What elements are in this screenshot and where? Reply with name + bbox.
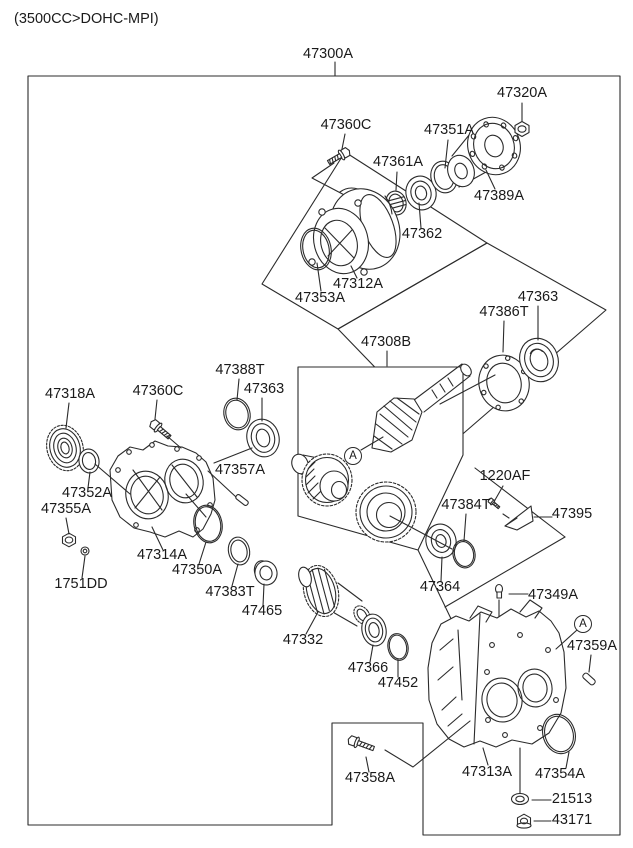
part-label-47361a: 47361A [373,154,423,170]
part-label-47353a: 47353A [295,290,345,306]
part-drawing-47313a [428,600,566,747]
part-label-47465: 47465 [241,603,283,619]
part-label-47360c-top: 47360C [320,117,372,133]
part-label-47363-right: 47363 [517,289,559,305]
part-drawing-47359a [582,672,596,686]
part-drawing-47384t [450,538,477,570]
part-label-47318a: 47318A [45,386,95,402]
part-label-47358a: 47358A [345,770,395,786]
part-label-47350a: 47350A [172,562,222,578]
part-drawing-47362 [402,173,440,214]
part-drawing-47360c-top [326,146,352,168]
part-label-47312a: 47312A [333,276,383,292]
part-drawing-47386t [473,349,536,416]
part-drawing-47388t [220,395,253,433]
part-label-47300a: 47300A [303,46,353,62]
part-drawing-47357a [235,494,249,507]
part-drawing-47383t [226,535,252,567]
part-drawing-47354a [538,710,581,758]
part-label-1751dd: 1751DD [54,576,108,592]
part-drawing-47320a [515,122,529,137]
part-label-47395: 47395 [551,506,593,522]
part-drawing-47318a [42,421,89,475]
part-label-47384t: 47384T [441,497,491,513]
assembly-diamond-lines [262,62,606,650]
part-drawing-47312a [306,179,411,280]
leader-zigzag-47360c-top [312,163,352,199]
part-drawing-ring-bearing-47308b [356,482,416,542]
part-drawing-43171 [517,814,531,828]
callout-a-gear: A [344,447,362,465]
part-drawing-47358a [346,734,375,754]
part-drawing-47395 [503,506,533,530]
part-drawing-47352a [77,447,101,474]
part-label-47386t: 47386T [479,304,529,320]
part-drawing-21513 [512,794,529,805]
part-label-47362: 47362 [401,226,443,242]
part-label-47363-left: 47363 [243,381,285,397]
part-label-47452: 47452 [377,675,419,691]
part-label-47349a: 47349A [528,587,578,603]
part-label-47383t: 47383T [205,584,255,600]
part-drawing-pinion-shaft-47308b [372,362,474,452]
part-drawing-47353a [297,225,335,272]
part-label-47359a: 47359A [567,638,617,654]
part-label-47364: 47364 [419,579,461,595]
part-label-47355a: 47355A [41,501,91,517]
callout-a-housing: A [574,615,592,633]
part-label-47320a: 47320A [497,85,547,101]
part-drawing-47355a [63,533,76,547]
part-drawing-47363-left [243,416,284,461]
part-label-47308b: 47308B [361,334,411,350]
leader-lines [66,103,591,821]
part-drawing-47350a [190,503,225,546]
part-label-47332: 47332 [282,632,324,648]
part-drawing-47314a [110,441,215,537]
part-label-43171: 43171 [551,812,593,828]
part-label-47357a: 47357A [215,462,265,478]
part-label-47351a: 47351A [424,122,474,138]
part-label-47313a: 47313A [462,764,512,780]
part-drawing-47452 [385,632,410,663]
part-label-47352a: 47352A [62,485,112,501]
part-label-1220af: 1220AF [479,468,531,484]
part-drawing-47332 [297,561,374,627]
part-drawing-47389a [443,110,528,191]
part-drawing-helical-gear-47308b [289,452,352,506]
part-drawing-47465 [253,558,280,587]
part-label-47360c-left: 47360C [132,383,184,399]
diagram-title: (3500CC>DOHC-MPI) [14,11,159,27]
part-label-47366: 47366 [347,660,389,676]
part-label-47354a: 47354A [535,766,585,782]
part-drawing-47363-right [514,333,565,387]
part-label-47388t: 47388T [215,362,265,378]
outer-border [28,76,620,835]
part-label-47389a: 47389A [474,188,524,204]
part-label-47314a: 47314A [137,547,187,563]
part-drawing-1751dd [81,547,89,555]
part-drawing-47366 [359,612,389,648]
part-label-21513: 21513 [551,791,593,807]
